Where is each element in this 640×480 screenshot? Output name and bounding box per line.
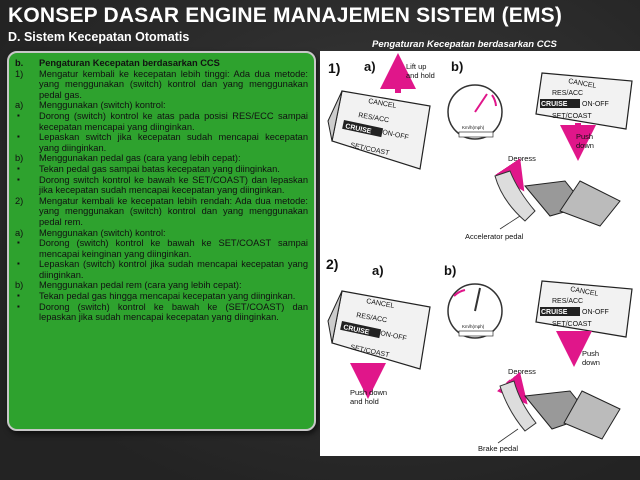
section-subtitle: D. Sistem Kecepatan Otomatis (8, 30, 190, 44)
row-marker: 1) (15, 68, 24, 79)
row-text: Menggunakan pedal rem (cara yang lebih c… (39, 280, 242, 291)
row-marker: ▪ (17, 174, 20, 184)
svg-text:Km/h(mph): Km/h(mph) (462, 324, 485, 329)
row-marker: ▪ (17, 291, 20, 301)
step-1-label: 1) (328, 60, 340, 76)
brake-pedal-label: Brake pedal (478, 444, 518, 453)
svg-text:CRUISE: CRUISE (541, 309, 568, 316)
cruise-switch-1a: CANCEL RES/ACC CRUISE ON-OFF SET/COAST (327, 90, 431, 170)
accelerator-pedal-drawing (494, 170, 621, 227)
depress-label-2: Depress (508, 367, 536, 376)
cruise-switch-2b: CANCEL RES/ACC CRUISE ON-OFF SET/COAST (535, 280, 633, 338)
text-row: 2) Mengatur kembali ke kecepatan lebih re… (15, 196, 308, 228)
row-marker: b) (15, 153, 24, 164)
row-text: Tekan pedal gas sampai batas kecepatan y… (39, 163, 280, 174)
row-text: Menggunakan (switch) kontrol: (39, 227, 166, 238)
row-marker: ▪ (17, 110, 20, 120)
row-marker: ▪ (17, 163, 20, 173)
text-row: a) Menggunakan (switch) kontrol: (15, 100, 308, 111)
push-down-label-2: Push down (350, 388, 387, 397)
svg-text:CANCEL: CANCEL (368, 98, 397, 110)
row-text: Menggunakan (switch) kontrol: (39, 100, 166, 111)
svg-text:Km/h(mph): Km/h(mph) (462, 125, 485, 130)
figure-caption: Pengaturan Kecepatan berdasarkan CCS (372, 39, 557, 50)
row-marker: a) (15, 227, 24, 238)
cruise-switch-2a: CANCEL RES/ACC CRUISE ON-OFF SET/COAST (327, 290, 431, 370)
text-row: b. Pengaturan Kecepatan berdasarkan CCS (15, 58, 308, 69)
text-row: 1) Mengatur kembali ke kecepatan lebih ti… (15, 69, 308, 101)
text-row: ▪ Tekan pedal gas sampai batas kecepatan … (15, 164, 308, 175)
svg-text:CANCEL: CANCEL (366, 298, 395, 310)
brake-pedal-drawing (499, 380, 621, 440)
text-row: ▪ Dorong (switch) kontrol ke atas pada po… (15, 111, 308, 132)
text-row: ▪ Dorong switch kontrol ke bawah ke SET/C… (15, 175, 308, 196)
row-text: Mengatur kembali ke kecepatan lebih ting… (39, 68, 308, 100)
step-1a-label: a) (364, 59, 376, 74)
push-label-1: Push (576, 132, 593, 141)
down-label-2: down (582, 358, 600, 367)
step-2-label: 2) (326, 256, 338, 272)
step-2b-label: b) (444, 263, 456, 278)
text-row: b) Menggunakan pedal gas (cara yang lebih… (15, 153, 308, 164)
row-marker: b) (15, 280, 24, 291)
row-text: Dorong (switch) kontrol ke bawah ke SET/… (39, 238, 308, 259)
down-label-1: down (576, 141, 594, 150)
text-row: a) Menggunakan (switch) kontrol: (15, 228, 308, 239)
cruise-switch-1b: CANCEL RES/ACC CRUISE ON-OFF SET/COAST (535, 72, 633, 130)
text-row: ▪ Lepaskan (switch) kontrol jika sudah me… (15, 259, 308, 280)
row-text: Dorong (switch) kontrol ke atas pada pos… (39, 110, 308, 132)
text-row: ▪ Dorong (switch) kontrol ke bawah ke (SE… (15, 302, 308, 323)
step-2a-label: a) (372, 263, 384, 278)
svg-text:CANCEL: CANCEL (568, 78, 597, 90)
row-marker: a) (15, 100, 24, 111)
row-marker: ▪ (17, 132, 20, 142)
svg-text:SET/COAST: SET/COAST (552, 321, 592, 328)
row-marker: b. (15, 58, 24, 68)
row-marker: ▪ (17, 238, 20, 248)
accelerator-pedal-label: Accelerator pedal (465, 232, 524, 241)
svg-text:ON-OFF: ON-OFF (582, 101, 609, 108)
depress-label-1: Depress (508, 154, 536, 163)
and-hold-label: and hold (406, 71, 435, 80)
svg-text:RES/ACC: RES/ACC (552, 90, 583, 97)
illustration-panel: 1) a) b) CANCEL RES/ACC CRUISE ON-OFF SE… (320, 51, 640, 456)
row-text: Mengatur kembali ke kecepatan lebih rend… (39, 195, 308, 227)
page-title: KONSEP DASAR ENGINE MANAJEMEN SISTEM (EM… (8, 4, 563, 27)
text-row: ▪ Lepaskan switch jika kecepatan sudah me… (15, 132, 308, 153)
svg-text:CRUISE: CRUISE (541, 101, 568, 108)
svg-text:RES/ACC: RES/ACC (552, 298, 583, 305)
svg-text:SET/COAST: SET/COAST (552, 113, 592, 120)
depress-arrow-1 (495, 158, 525, 192)
text-row: ▪ Tekan pedal gas hingga mencapai kecepat… (15, 291, 308, 302)
row-text: Lepaskan switch jika kecepatan sudah men… (39, 132, 308, 153)
row-marker: ▪ (17, 301, 20, 311)
row-text: Dorong switch kontrol ke bawah ke SET/CO… (39, 174, 308, 196)
and-hold-label-2: and hold (350, 397, 379, 406)
row-text: Menggunakan pedal gas (cara yang lebih c… (39, 153, 241, 164)
lift-up-label: Lift up (406, 62, 426, 71)
row-marker: 2) (15, 195, 24, 206)
text-row: ▪ Dorong (switch) kontrol ke bawah ke SET… (15, 238, 308, 259)
row-text: Lepaskan (switch) kontrol jika sudah men… (39, 259, 308, 280)
row-text: Dorong (switch) kontrol ke bawah ke (SET… (39, 301, 308, 323)
text-row: b) Menggunakan pedal rem (cara yang lebih… (15, 280, 308, 291)
row-marker: ▪ (17, 259, 20, 269)
step-1b-label: b) (451, 59, 463, 74)
speedometer-2: Km/h(mph) (447, 283, 503, 339)
svg-text:ON-OFF: ON-OFF (582, 309, 609, 316)
push-label-2: Push (582, 349, 599, 358)
row-text: Pengaturan Kecepatan berdasarkan CCS (39, 58, 220, 68)
speedometer-1: Km/h(mph) (447, 84, 503, 140)
row-text: Tekan pedal gas hingga mencapai kecepata… (39, 291, 296, 302)
svg-text:CANCEL: CANCEL (570, 286, 599, 298)
